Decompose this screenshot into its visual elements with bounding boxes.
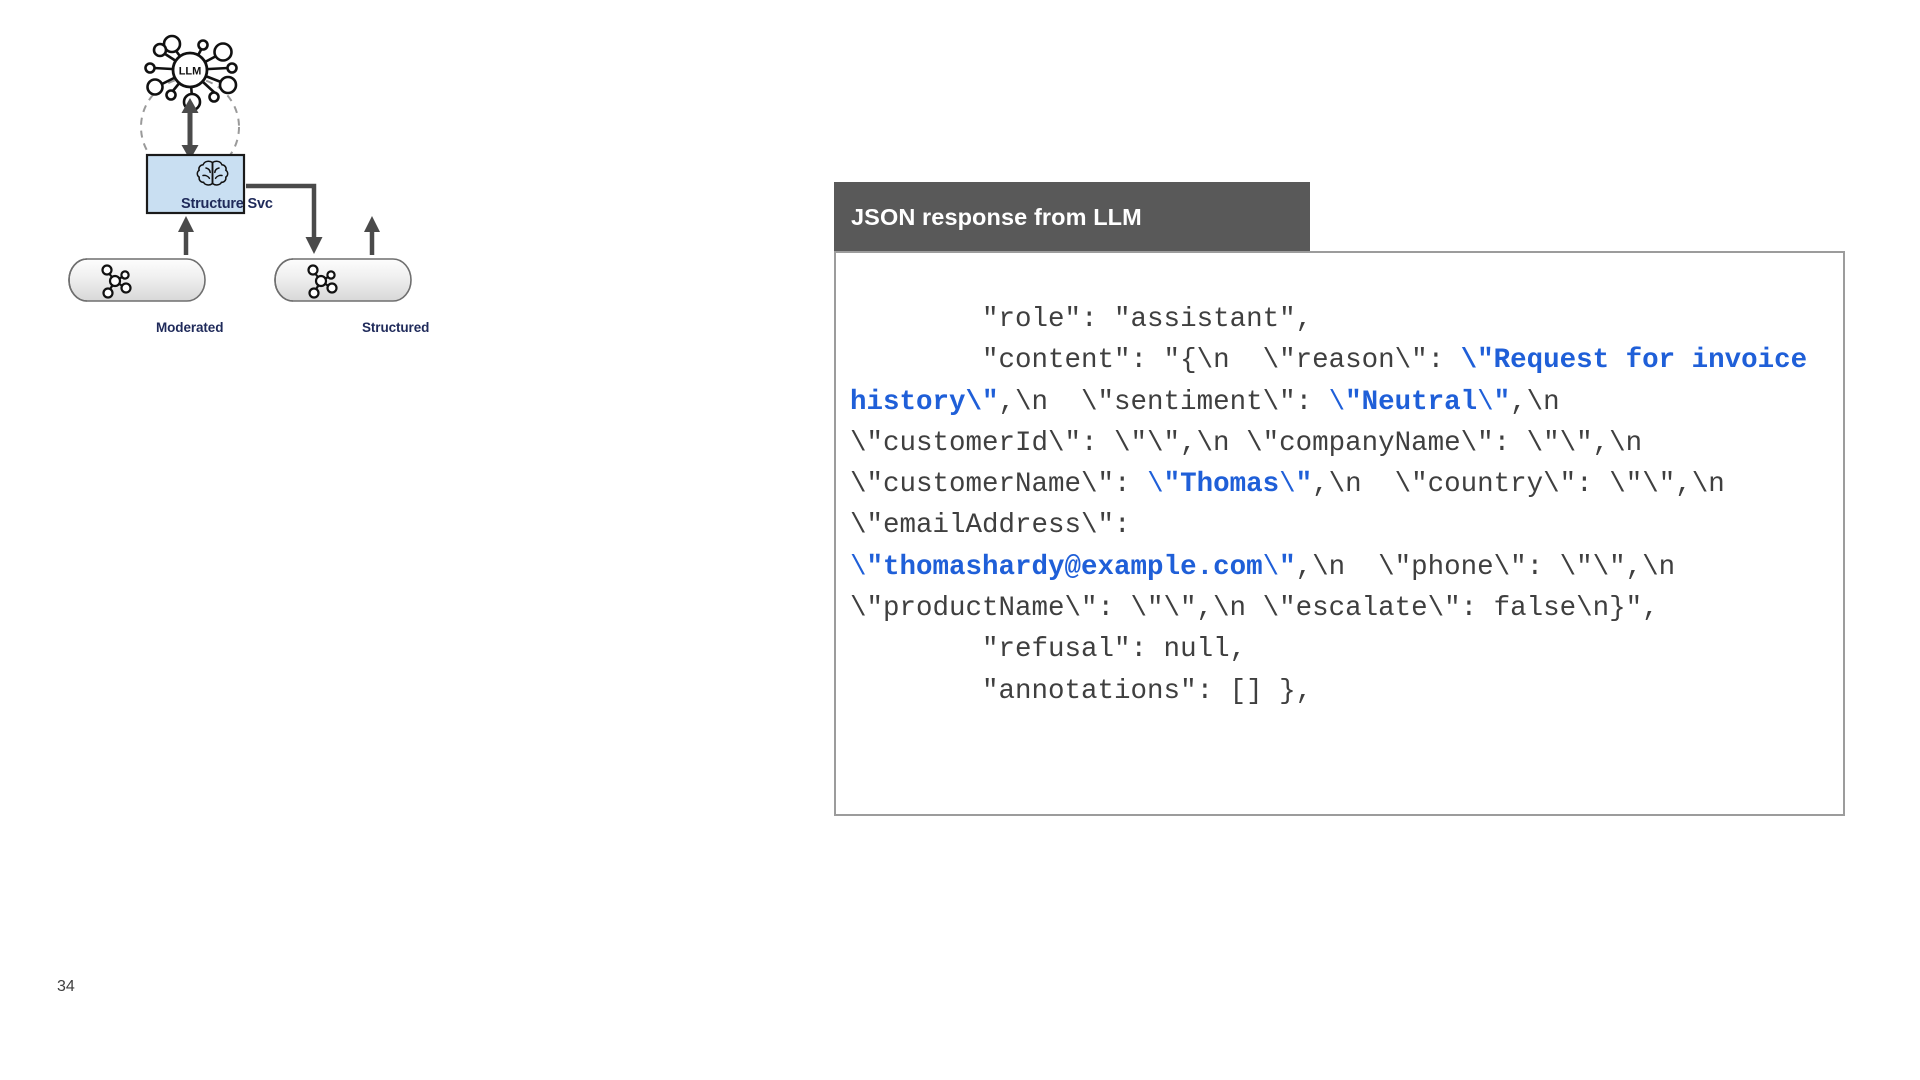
code-segment-13: \ xyxy=(850,551,867,583)
code-segment-8: \ xyxy=(1147,469,1164,501)
json-code-block: "role": "assistant", "content": "{\n \"r… xyxy=(850,299,1825,712)
structure-svc-box xyxy=(145,153,246,215)
diagram-canvas: LLM xyxy=(68,34,412,302)
code-segment-11: " xyxy=(1295,469,1313,501)
code-segment-2: ,\n \"sentiment\": xyxy=(998,386,1329,418)
service-to-structured-arrow xyxy=(246,183,317,242)
code-segment-16: " xyxy=(1279,551,1296,583)
code-segment-1: \"Request for invoice history\" xyxy=(850,345,1824,418)
code-segment-5: \ xyxy=(1477,386,1494,418)
llm-network-icon: LLM xyxy=(144,34,238,112)
datastore-moderated xyxy=(68,258,206,302)
code-segment-12: ,\n \"country\": \"\",\n \"emailAddress\… xyxy=(850,469,1725,542)
json-response-callout: JSON response from LLM "role": "assistan… xyxy=(834,182,1849,822)
code-segment-4: "Neutral xyxy=(1345,386,1478,418)
code-segment-9: "Thomas xyxy=(1163,469,1280,501)
code-segment-15: \ xyxy=(1262,551,1280,583)
moderated-to-service-arrow xyxy=(178,216,194,255)
llm-node-label: LLM xyxy=(179,66,202,78)
code-segment-0: "role": "assistant", "content": "{\n \"r… xyxy=(982,304,1445,377)
llm-bidirectional-arrow xyxy=(181,98,199,160)
service-to-structured-arrowhead xyxy=(305,237,323,254)
code-segment-7: ,\n \"customerId\": \"\",\n \"companyNam… xyxy=(850,386,1676,501)
code-segment-14: "thomashardy@example.com xyxy=(866,551,1263,583)
code-segment-10: \ xyxy=(1279,469,1296,501)
json-callout-header: JSON response from LLM xyxy=(834,182,1310,252)
thought-boundary-dashed-circle xyxy=(140,77,240,177)
graph-nodes-icon xyxy=(307,264,338,299)
structured-out-arrow xyxy=(364,216,380,255)
brain-icon xyxy=(196,160,229,186)
datastore-structured xyxy=(274,258,412,302)
architecture-diagram: LLM xyxy=(60,10,620,370)
code-segment-3: \ xyxy=(1328,386,1346,418)
code-segment-6: " xyxy=(1493,386,1511,418)
graph-nodes-icon xyxy=(101,264,132,299)
json-callout-body: "role": "assistant", "content": "{\n \"r… xyxy=(834,251,1845,816)
slide-number: 34 xyxy=(57,978,75,995)
json-callout-title: JSON response from LLM xyxy=(851,203,1142,230)
code-segment-17: ,\n \"phone\": \"\",\n \"productName\": … xyxy=(850,551,1676,707)
